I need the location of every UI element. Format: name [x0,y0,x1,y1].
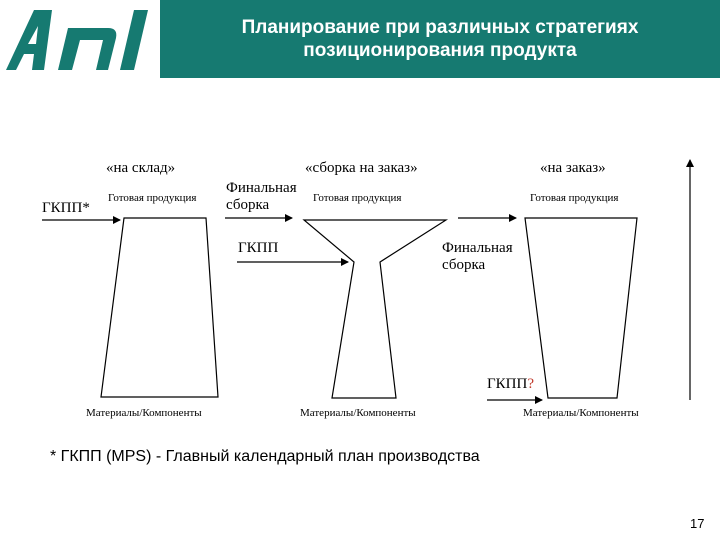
header: Планирование при различных стратегиях по… [0,0,720,78]
make-to-stock-shape [100,217,219,398]
final-assembly-label-1: Финальная сборка [226,180,297,213]
materials-label-3: Материалы/Компоненты [523,407,639,419]
materials-label-2: Материалы/Компоненты [300,407,416,419]
materials-label-1: Материалы/Компоненты [86,407,202,419]
logo-mark [6,10,148,70]
finished-goods-label-2: Готовая продукция [313,192,402,204]
finished-goods-label-1: Готовая продукция [108,192,197,204]
title-bar: Планирование при различных стратегиях по… [160,0,720,78]
strategy-name-make-to-stock: «на склад» [106,160,176,176]
mps-question-mark: ? [527,376,535,392]
mps-label-text: ГКПП [487,376,528,392]
mps-label-make-to-order: ГКПП? [487,376,534,393]
company-logo [0,0,158,78]
strategy-name-make-to-order: «на заказ» [540,160,606,176]
finished-goods-label-3: Готовая продукция [530,192,619,204]
strategy-name-assemble-to-order: «сборка на заказ» [305,160,418,176]
mps-label-make-to-stock: ГКПП* [42,200,90,216]
page-number: 17 [690,516,705,531]
page-title: Планирование при различных стратегиях по… [241,17,639,61]
assemble-to-order-shape [302,219,449,399]
make-to-order-shape [524,217,638,399]
footnote: * ГКПП (MPS) - Главный календарный план … [50,448,480,465]
final-assembly-label-2: Финальная сборка [442,240,513,273]
mps-label-assemble-to-order: ГКПП [238,240,279,256]
